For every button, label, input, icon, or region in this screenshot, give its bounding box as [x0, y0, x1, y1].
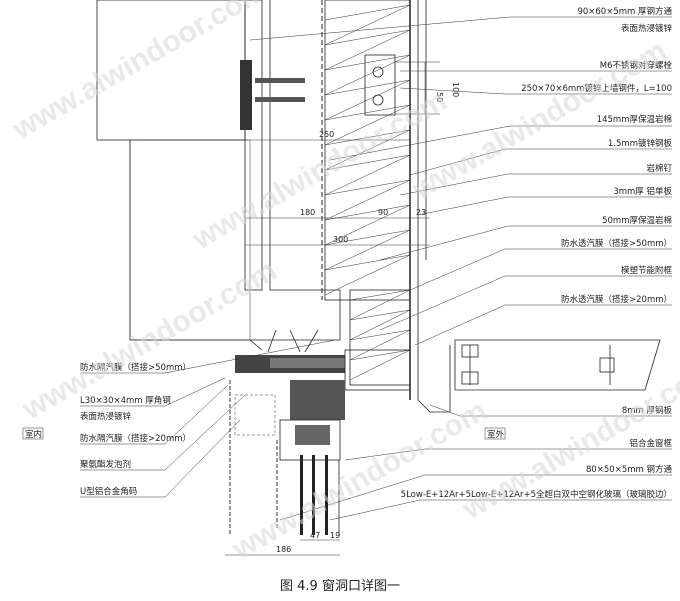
left-annotations: 防水隔汽膜（搭接>50mm） L30×30×4mm 厚角钢 表面热浸镀锌 防水隔… [80, 339, 336, 498]
dim-47: 47 [310, 531, 320, 540]
label-vapor-membrane-50: 防水隔汽膜（搭接>50mm） [80, 362, 191, 373]
label-window-frame: 铝合金窗框 [629, 438, 672, 449]
label-galvanized: 表面热浸镀锌 [621, 23, 673, 34]
aluminum-panel [409, 0, 451, 413]
svg-text:室内: 室内 [25, 429, 42, 440]
dim-19: 19 [330, 531, 340, 540]
dim-90: 90 [378, 208, 388, 217]
dim-100: 100 [451, 82, 460, 97]
label-membrane-50: 防水透汽膜（搭接>50mm） [561, 238, 672, 249]
window-sill [235, 329, 411, 391]
label-rockwool-nail: 岩棉钉 [646, 163, 672, 174]
right-annotations: 90×60×5mm 厚钢方通 表面热浸镀锌 M6不锈钢对穿螺栓 250×70×6… [249, 6, 673, 521]
svg-text:www.alwindoor.com: www.alwindoor.com [6, 0, 272, 147]
steel-square-tube [364, 54, 440, 116]
label-subframe: 模塑节能附框 [621, 265, 673, 276]
watermark: www.alwindoor.com www.alwindoor.com www.… [6, 0, 680, 567]
dim-23: 23 [416, 208, 426, 217]
zone-indoor: 室内 [22, 427, 44, 440]
zone-outdoor: 室外 [484, 427, 506, 440]
label-angle-galvanized: 表面热浸镀锌 [80, 411, 132, 422]
label-aluminum-panel: 3mm厚 铝单板 [613, 186, 672, 197]
label-angle-steel: L30×30×4mm 厚角钢 [80, 395, 171, 406]
label-steel-tube: 90×60×5mm 厚钢方通 [577, 6, 672, 17]
label-rockwool-50: 50mm厚保温岩棉 [602, 215, 672, 226]
insulated-glass [300, 455, 340, 535]
label-pu-foam: 聚氨酯发泡剂 [80, 459, 131, 470]
label-steel-tube-80: 80×50×5mm 钢方通 [586, 464, 673, 475]
wall-plaster-layer [244, 0, 263, 291]
label-u-bracket: U型铝合金角码 [80, 486, 137, 497]
label-vapor-membrane-20: 防水隔汽膜（搭接>20mm） [80, 433, 191, 444]
dim-186: 186 [276, 545, 291, 554]
svg-text:www.alwindoor.com: www.alwindoor.com [186, 84, 452, 257]
svg-text:www.alwindoor.com: www.alwindoor.com [226, 394, 492, 567]
label-steel-sheet: 1.5mm镀锌钢板 [608, 138, 673, 149]
aluminum-window-frame [229, 380, 345, 535]
svg-text:室外: 室外 [487, 429, 505, 440]
dim-300: 300 [333, 235, 348, 244]
label-rockwool-145: 145mm厚保温岩棉 [597, 114, 672, 125]
dim-250: 250 [319, 130, 334, 139]
concrete-structure [96, 0, 341, 341]
label-steel-plate: 8mm 厚钢板 [622, 405, 673, 416]
embedded-steel-plate [240, 60, 252, 130]
label-membrane-20: 防水透汽膜（搭接>20mm） [561, 294, 672, 305]
anchor-bolt [255, 78, 305, 83]
label-glass: 5Low-E+12Ar+5Low-E+12Ar+5全超白双中空钢化玻璃（玻璃胶边… [401, 489, 672, 500]
dimension-lines: 50 100 250 180 90 23 300 186 47 19 [140, 82, 460, 556]
label-bolt: M6不锈钢对穿螺栓 [600, 60, 673, 71]
dim-180: 180 [300, 208, 315, 217]
figure-caption: 图 4.9 窗洞口详图一 [280, 578, 400, 594]
dim-50: 50 [435, 92, 444, 102]
rock-wool-insulation [321, 0, 411, 386]
exterior-sill-bracket [454, 339, 661, 391]
label-bracket: 250×70×6mm镀锌上墙钢件，L=100 [521, 83, 672, 94]
